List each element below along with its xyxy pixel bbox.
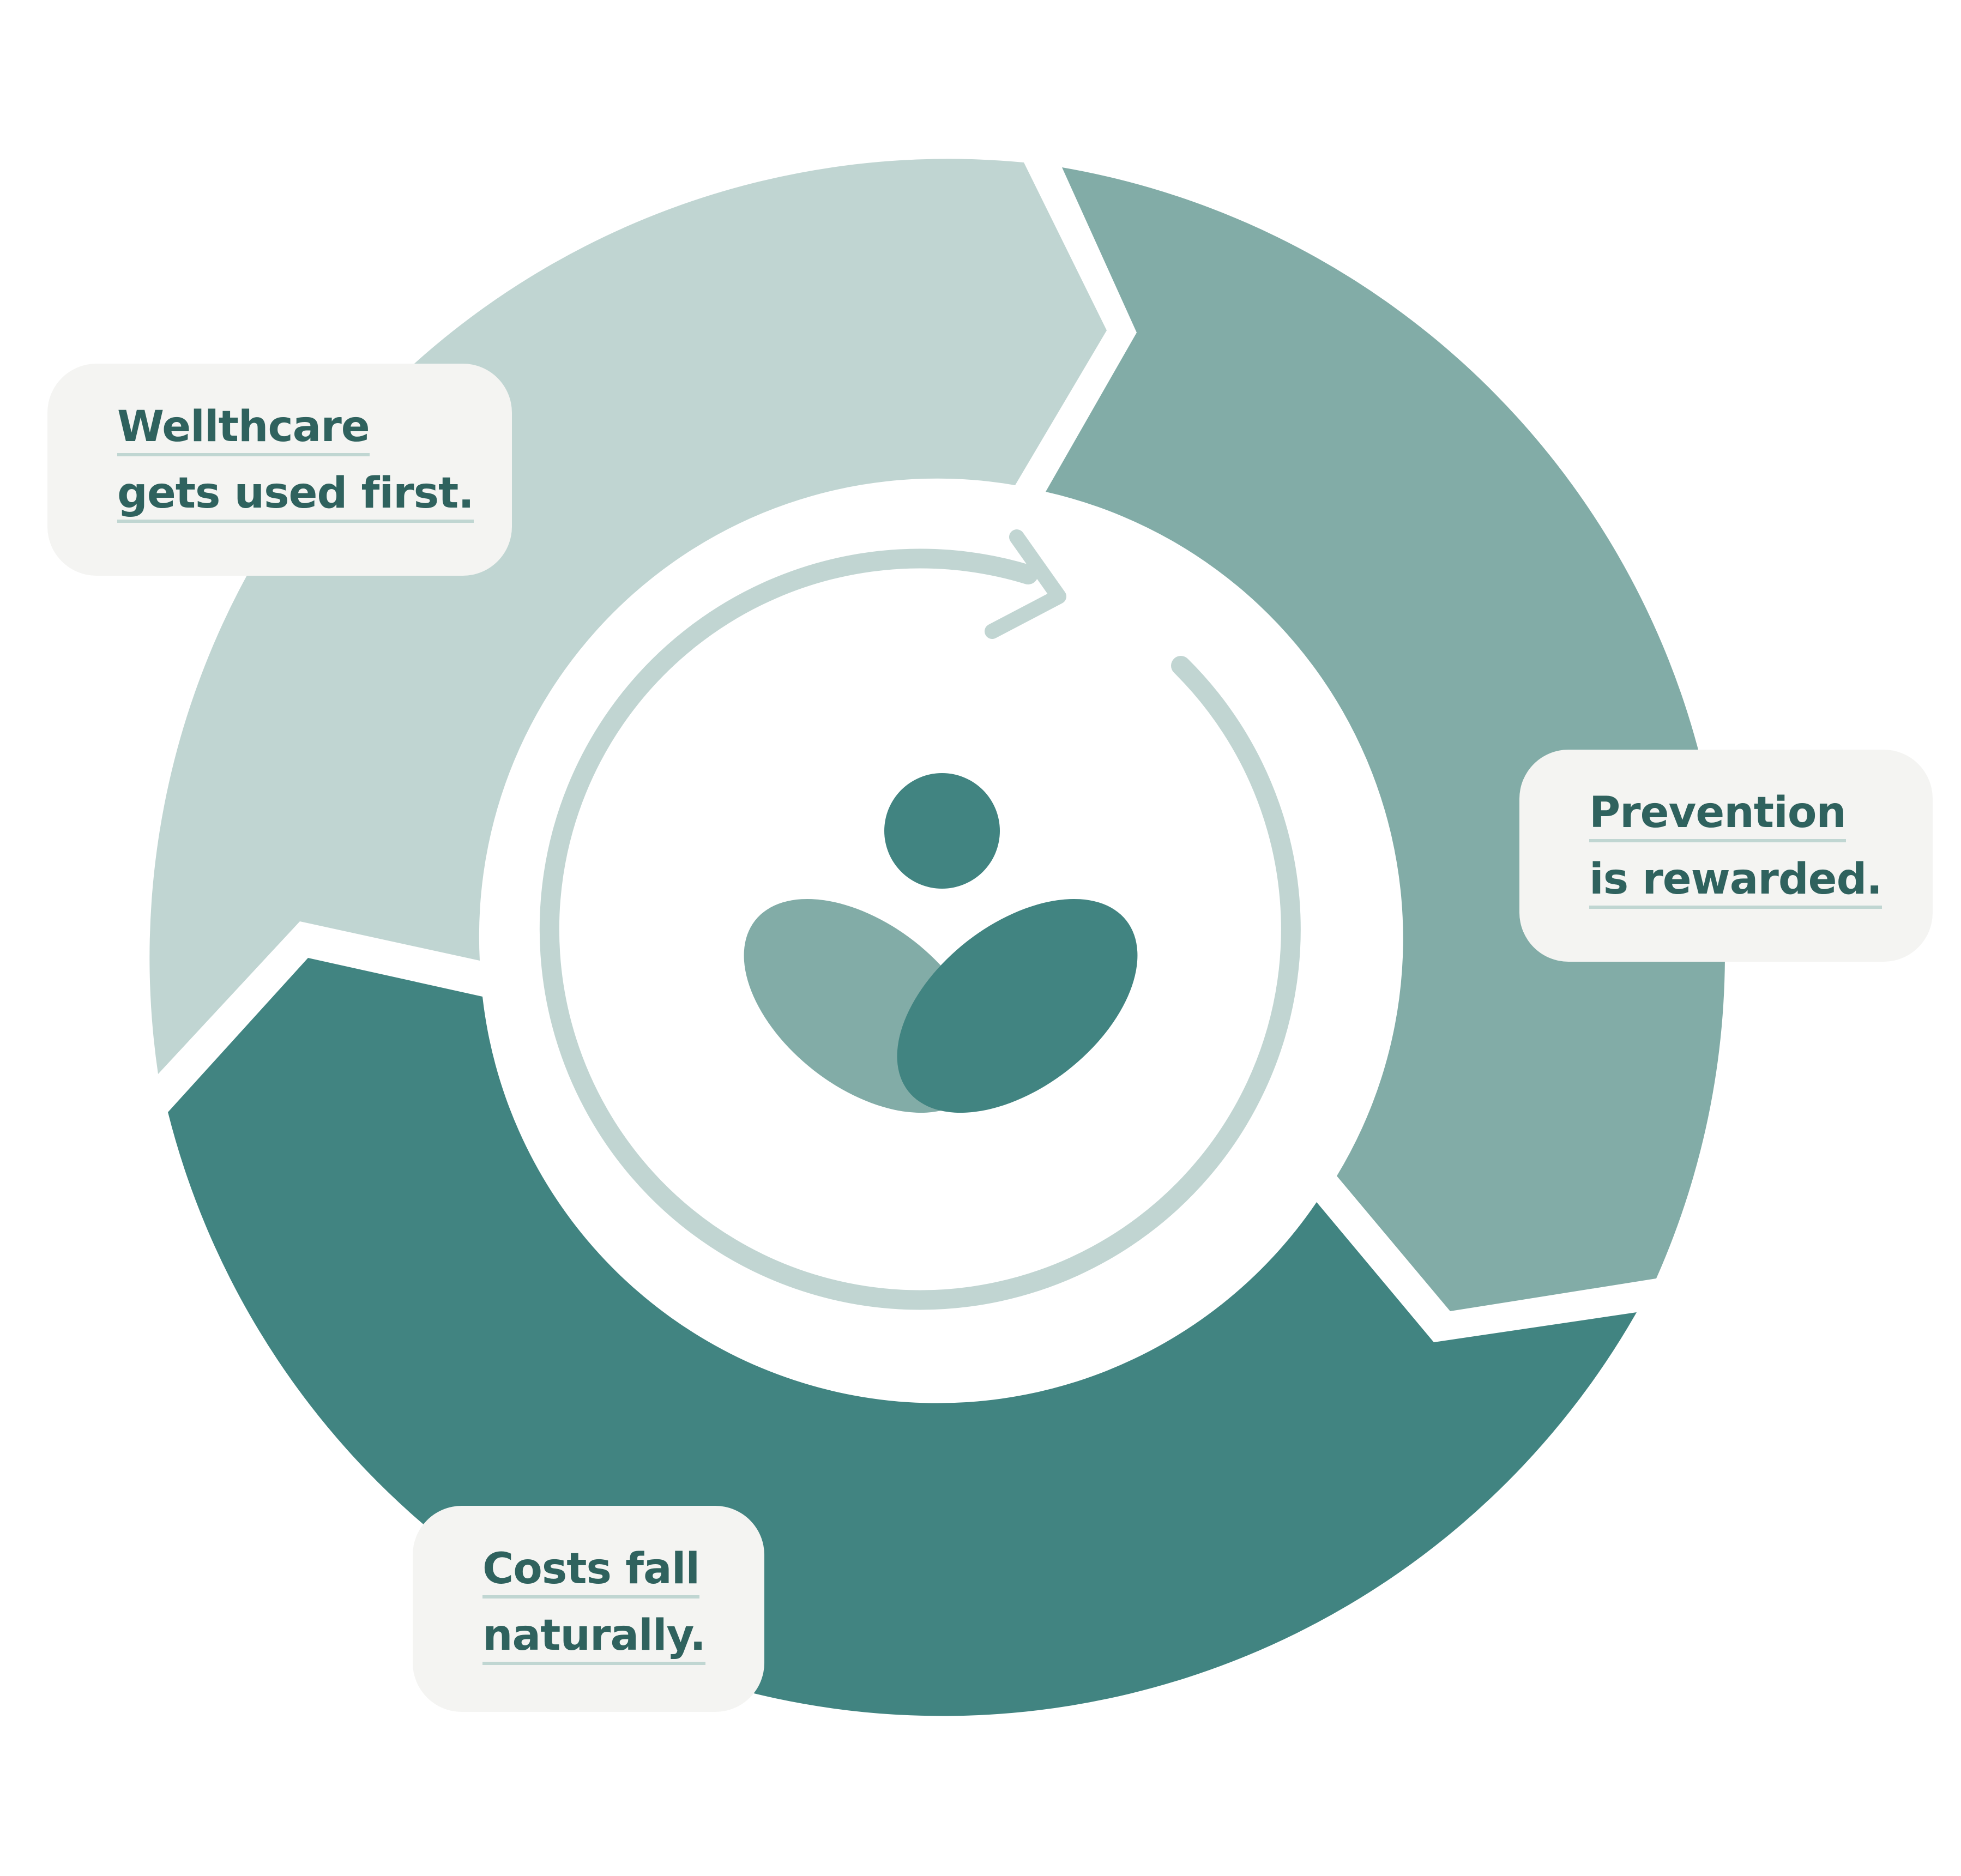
stage-card-costs: Costs fall naturally. <box>413 1506 764 1712</box>
stage-label-line: naturally. <box>482 1609 706 1665</box>
stage-label-line: Costs fall <box>482 1543 700 1598</box>
person-with-leaves-icon <box>744 773 1138 1113</box>
stage-label-line: is rewarded. <box>1589 853 1882 909</box>
stage-label-line: gets used first. <box>117 467 474 523</box>
stage-card-prevention: Prevention is rewarded. <box>1519 750 1933 962</box>
stage-label-line: Prevention <box>1589 787 1847 842</box>
segment-wellthcare <box>149 159 1107 1074</box>
stage-label-line: Wellthcare <box>117 401 370 456</box>
segment-prevention <box>1046 167 1725 1311</box>
stage-card-wellthcare: Wellthcare gets used first. <box>47 364 512 576</box>
circular-arrow-icon <box>539 529 1301 1310</box>
